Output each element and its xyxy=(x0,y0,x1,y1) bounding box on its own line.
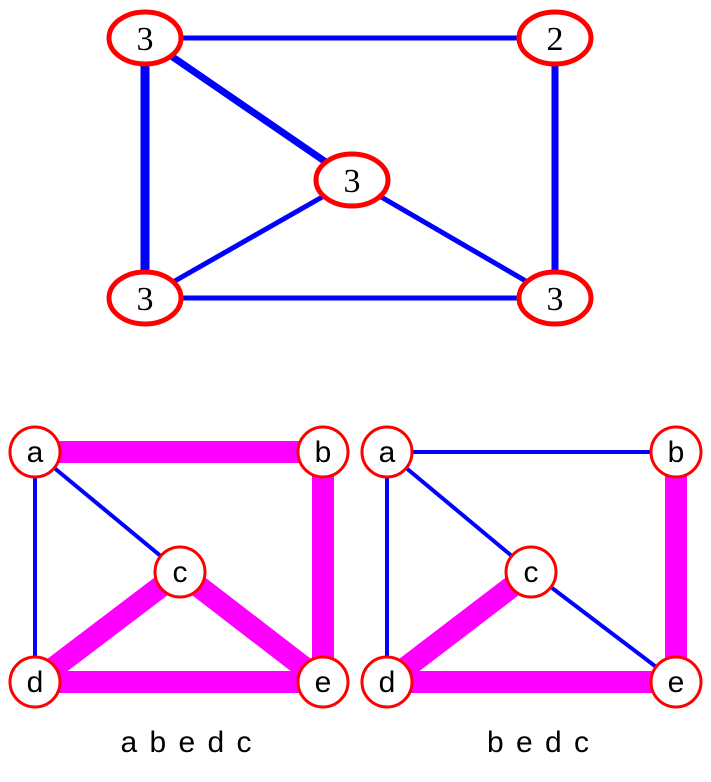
node-b xyxy=(296,425,350,479)
degree-label-bottom-right: 3 xyxy=(547,281,564,318)
degree-label-center: 3 xyxy=(344,163,361,200)
path-graph-1-edges xyxy=(33,450,182,682)
edge-ac xyxy=(385,450,533,574)
node-label-d: d xyxy=(379,666,396,699)
node-label-c: c xyxy=(173,556,188,589)
edge-bottomleft-center xyxy=(143,177,354,301)
node-label-a: a xyxy=(27,436,44,469)
node-bottom-right xyxy=(516,269,594,327)
path-graph-2-edges xyxy=(385,450,678,684)
node-d xyxy=(8,655,62,709)
node-label-b: b xyxy=(315,436,332,469)
node-top-right xyxy=(516,9,594,67)
node-e xyxy=(649,655,703,709)
path-graph-1-nodes xyxy=(8,425,350,709)
node-label-e: e xyxy=(668,666,685,699)
highlight-edge-dc xyxy=(28,563,187,691)
highlight-edge-ce xyxy=(173,563,330,691)
node-label-c: c xyxy=(524,556,539,589)
node-c xyxy=(504,545,558,599)
degree-label-top-left: 3 xyxy=(137,21,154,58)
degree-graph-edges xyxy=(140,35,559,301)
edge-center-bottomright xyxy=(350,177,557,301)
path-graph-2-highlight xyxy=(380,452,687,693)
edge-ac xyxy=(33,450,182,574)
node-a xyxy=(8,425,62,479)
node-d xyxy=(360,655,414,709)
degree-label-top-right: 2 xyxy=(547,21,564,58)
path-graph-2: a b c d e b e d c xyxy=(360,425,703,759)
node-b xyxy=(649,425,703,479)
node-e xyxy=(296,655,350,709)
node-a xyxy=(360,425,414,479)
degree-graph: 3 2 3 3 3 xyxy=(106,9,594,327)
degree-graph-nodes xyxy=(106,9,594,327)
node-label-a: a xyxy=(379,436,396,469)
node-center xyxy=(313,151,391,209)
edge-topleft-center xyxy=(143,35,354,183)
node-label-b: b xyxy=(668,436,685,469)
edge-ce xyxy=(529,570,678,684)
path-caption-1: a b e d c xyxy=(120,726,251,759)
node-label-e: e xyxy=(315,666,332,699)
path-graph-1: a b c d e a b e d c xyxy=(8,425,350,759)
path-caption-2: b e d c xyxy=(487,726,589,759)
node-label-d: d xyxy=(27,666,44,699)
highlight-edge-dc xyxy=(380,563,538,691)
path-graph-1-highlight xyxy=(28,441,334,693)
node-c xyxy=(153,545,207,599)
node-bottom-left xyxy=(106,269,184,327)
path-graph-2-nodes xyxy=(360,425,703,709)
degree-label-bottom-left: 3 xyxy=(137,281,154,318)
node-top-left xyxy=(106,9,184,67)
